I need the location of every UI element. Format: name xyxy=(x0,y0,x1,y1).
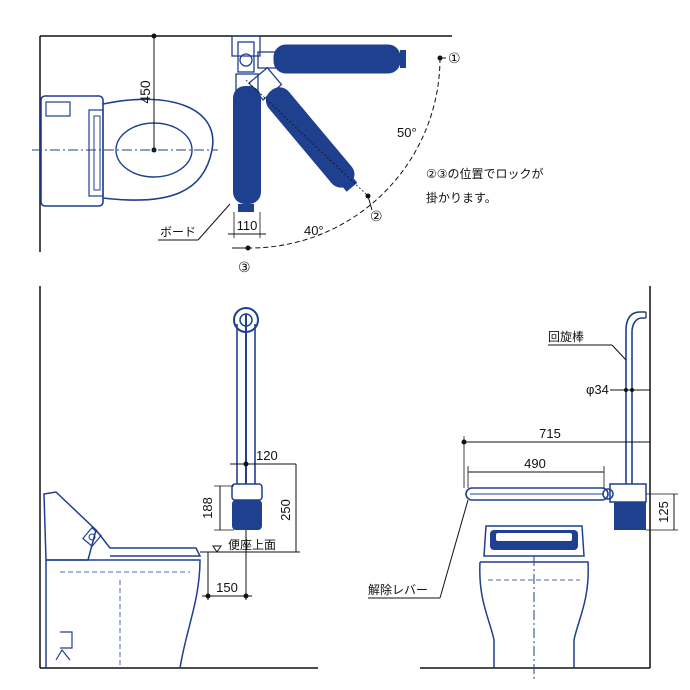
rotating-bar-label: 回旋棒 xyxy=(548,330,584,344)
front-view-panel: 回旋棒 φ34 715 490 125 xyxy=(368,286,678,680)
top-view-panel: 450 xyxy=(32,33,544,275)
position-1-marker: ① xyxy=(448,50,461,66)
dimension-188: 188 xyxy=(200,485,234,531)
grab-bar-position-2 xyxy=(248,66,358,192)
dimension-125: 125 xyxy=(646,493,678,531)
dimension-150-text: 150 xyxy=(216,580,238,595)
rotation-arc xyxy=(249,57,441,249)
lock-note-line-2: 掛かります。 xyxy=(426,190,497,205)
angle-40-label: 40° xyxy=(304,223,324,238)
dimension-120-text: 120 xyxy=(256,448,278,463)
grab-bar-side-view xyxy=(231,307,263,530)
dimension-450-text: 450 xyxy=(137,80,153,104)
horizontal-grab-bar xyxy=(465,487,609,501)
board-label: ボード xyxy=(160,225,196,239)
release-lever-leader: 解除レバー xyxy=(368,499,469,599)
grab-bar-position-1 xyxy=(257,44,406,74)
rotating-bar-leader: 回旋棒 xyxy=(548,330,627,361)
release-lever-label: 解除レバー xyxy=(368,582,428,597)
dimension-125-text: 125 xyxy=(656,501,671,523)
dimension-150: 150 xyxy=(202,530,252,600)
seat-top-indicator: 便座上面 xyxy=(200,537,300,553)
diameter-label: φ34 xyxy=(586,382,609,397)
position-2-marker: ② xyxy=(370,208,383,224)
dimension-450: 450 xyxy=(137,33,157,150)
board-leader: ボード xyxy=(158,203,231,241)
side-view-panel: 120 188 250 便座上面 150 xyxy=(39,286,318,669)
dimension-490-text: 490 xyxy=(524,456,546,471)
dimension-715: 715 xyxy=(461,426,650,488)
wall-bracket xyxy=(231,35,261,73)
grab-bar-position-3 xyxy=(233,73,261,212)
toilet-top-view xyxy=(40,95,214,207)
dimension-120: 120 xyxy=(230,448,296,467)
toilet-front-view xyxy=(479,525,589,668)
dimension-490: 490 xyxy=(467,456,605,488)
dimension-250: 250 xyxy=(278,464,297,552)
lock-note-line-1: ②③の位置でロックが xyxy=(426,166,544,181)
diameter-indicator: φ34 xyxy=(586,382,650,397)
dimension-250-text: 250 xyxy=(278,499,293,521)
dimension-110: 110 xyxy=(228,212,266,238)
dimension-110-text: 110 xyxy=(237,218,258,233)
position-3-marker: ③ xyxy=(238,259,251,275)
dimension-188-text: 188 xyxy=(200,497,215,519)
toilet-side-view xyxy=(43,491,202,669)
rotating-bar xyxy=(602,311,647,530)
radius-line-2 xyxy=(245,79,369,197)
dimension-715-text: 715 xyxy=(539,426,561,441)
angle-50-label: 50° xyxy=(397,125,417,140)
seat-top-label: 便座上面 xyxy=(228,537,276,552)
